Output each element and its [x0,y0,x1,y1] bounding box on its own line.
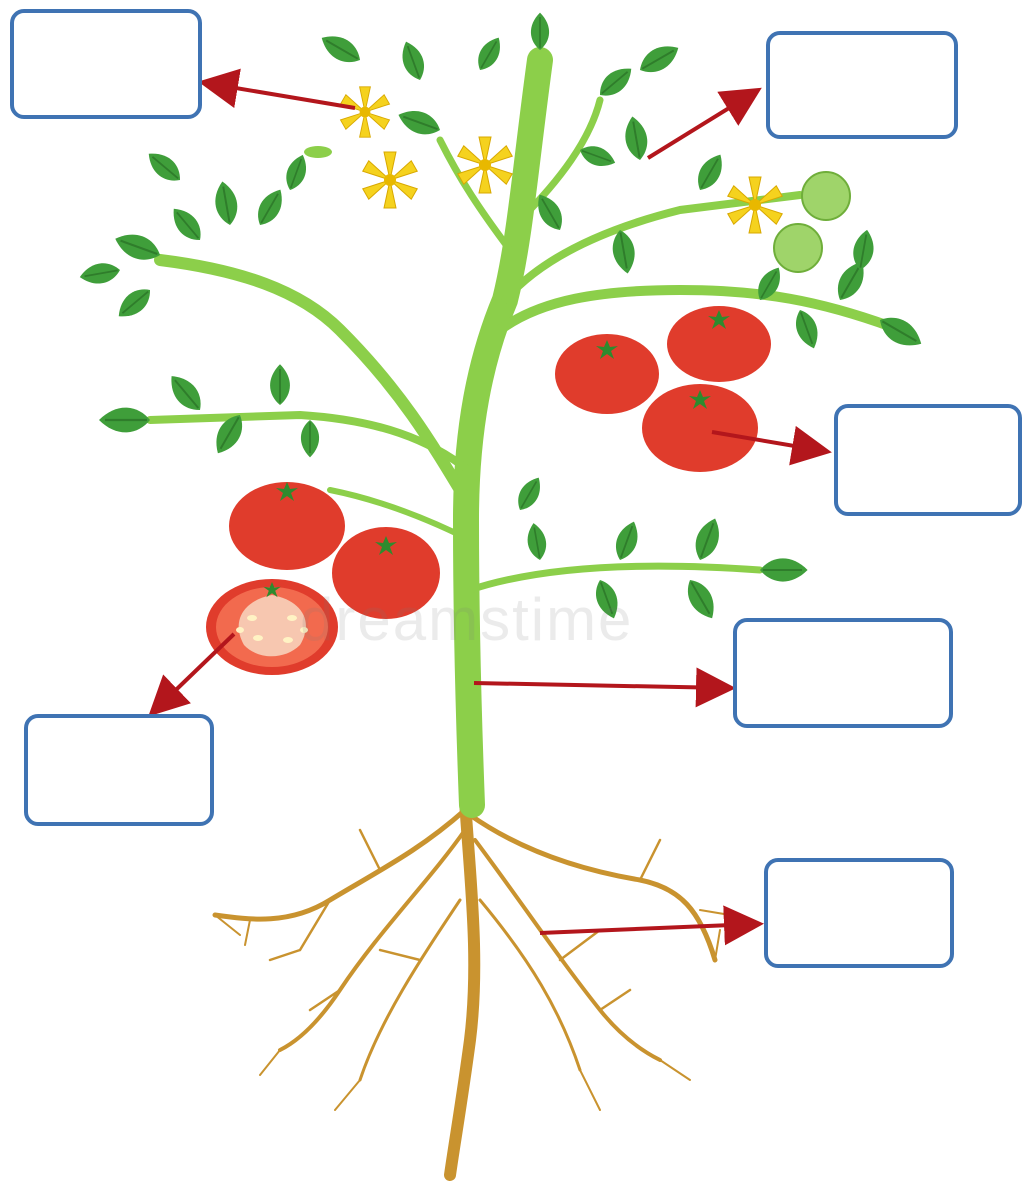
fruit-label-text [838,408,1018,442]
arrow-to-root-box [540,924,756,933]
roots [215,800,730,1175]
arrow-to-seed-box [154,634,234,711]
leaf-label-box[interactable] [766,31,958,139]
leaf-label-text [770,35,954,69]
arrow-to-flower-box [206,83,355,108]
arrow-to-stem-box [474,683,728,688]
watermark: dreamstime [300,585,633,654]
stem-label-text [737,622,949,656]
stem-label-box[interactable] [733,618,953,728]
root-label-text [768,862,950,896]
flower-label-text [14,13,198,47]
seed-label-text [28,718,210,752]
fruit-label-box[interactable] [834,404,1022,516]
flower-label-box[interactable] [10,9,202,119]
seed-label-box[interactable] [24,714,214,826]
green-tomatoes [774,172,850,272]
arrow-to-leaf-box [648,92,755,158]
root-label-box[interactable] [764,858,954,968]
